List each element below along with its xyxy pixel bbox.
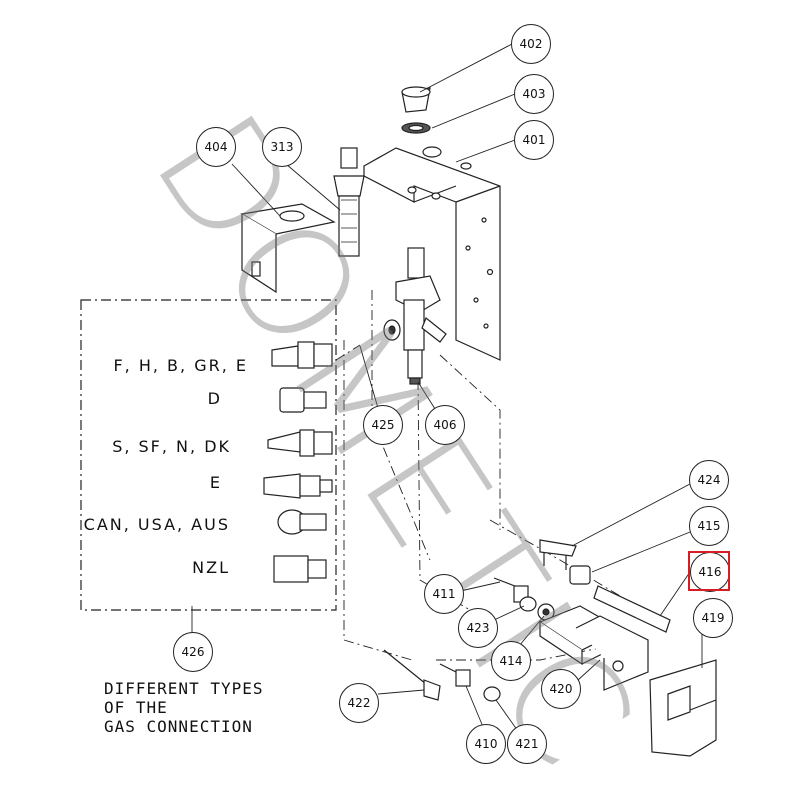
callout-404[interactable]: 404	[196, 127, 236, 167]
callout-426[interactable]: 426	[173, 632, 213, 672]
callout-414[interactable]: 414	[491, 641, 531, 681]
callout-416[interactable]: 416	[690, 552, 730, 592]
piezo-313	[333, 147, 365, 257]
clip-424	[539, 539, 577, 570]
callout-423[interactable]: 423	[458, 608, 498, 648]
callout-422[interactable]: 422	[339, 683, 379, 723]
caption-line: DIFFERENT TYPES	[104, 679, 264, 698]
bracket-401	[363, 146, 501, 361]
fitting-4	[263, 473, 333, 499]
connection-type-label: D	[207, 389, 222, 408]
connection-type-label: E	[209, 473, 222, 492]
callout-420[interactable]: 420	[541, 669, 581, 709]
washer-423	[519, 596, 537, 612]
connection-types-box	[80, 299, 337, 611]
thermocouple-416	[593, 585, 671, 633]
nut-415	[569, 565, 591, 585]
highlight-box	[688, 551, 730, 591]
connection-type-label: NZL	[192, 558, 230, 577]
connection-type-label: S, SF, N, DK	[112, 437, 231, 456]
caption-line: GAS CONNECTION	[104, 717, 253, 736]
callout-415[interactable]: 415	[689, 506, 729, 546]
callout-425[interactable]: 425	[363, 405, 403, 445]
electrode-422	[383, 649, 441, 701]
callout-313[interactable]: 313	[262, 127, 302, 167]
caption-line: OF THE	[104, 698, 168, 717]
fitting-1	[271, 341, 333, 369]
callout-419[interactable]: 419	[693, 598, 733, 638]
callout-421[interactable]: 421	[507, 724, 547, 764]
fitting-2	[279, 387, 327, 413]
fitting-6	[273, 555, 327, 583]
callout-424[interactable]: 424	[689, 460, 729, 500]
callout-401[interactable]: 401	[514, 120, 554, 160]
fitting-5	[277, 509, 327, 535]
caption: DIFFERENT TYPES OF THE GAS CONNECTION	[104, 679, 264, 736]
nut-421	[483, 686, 501, 702]
callout-411[interactable]: 411	[424, 574, 464, 614]
connection-type-label: F, H, B, GR, E	[113, 356, 248, 375]
bracket-404	[240, 203, 336, 294]
gas-valve	[383, 247, 447, 385]
injector-410	[439, 663, 471, 687]
shield-419	[649, 659, 717, 757]
knob-402	[401, 86, 431, 134]
callout-403[interactable]: 403	[514, 74, 554, 114]
callout-410[interactable]: 410	[466, 724, 506, 764]
callout-406[interactable]: 406	[425, 405, 465, 445]
bracket-420	[538, 605, 649, 691]
fitting-3	[267, 429, 333, 457]
connection-type-label: CAN, USA, AUS	[83, 515, 230, 534]
callout-402[interactable]: 402	[511, 24, 551, 64]
